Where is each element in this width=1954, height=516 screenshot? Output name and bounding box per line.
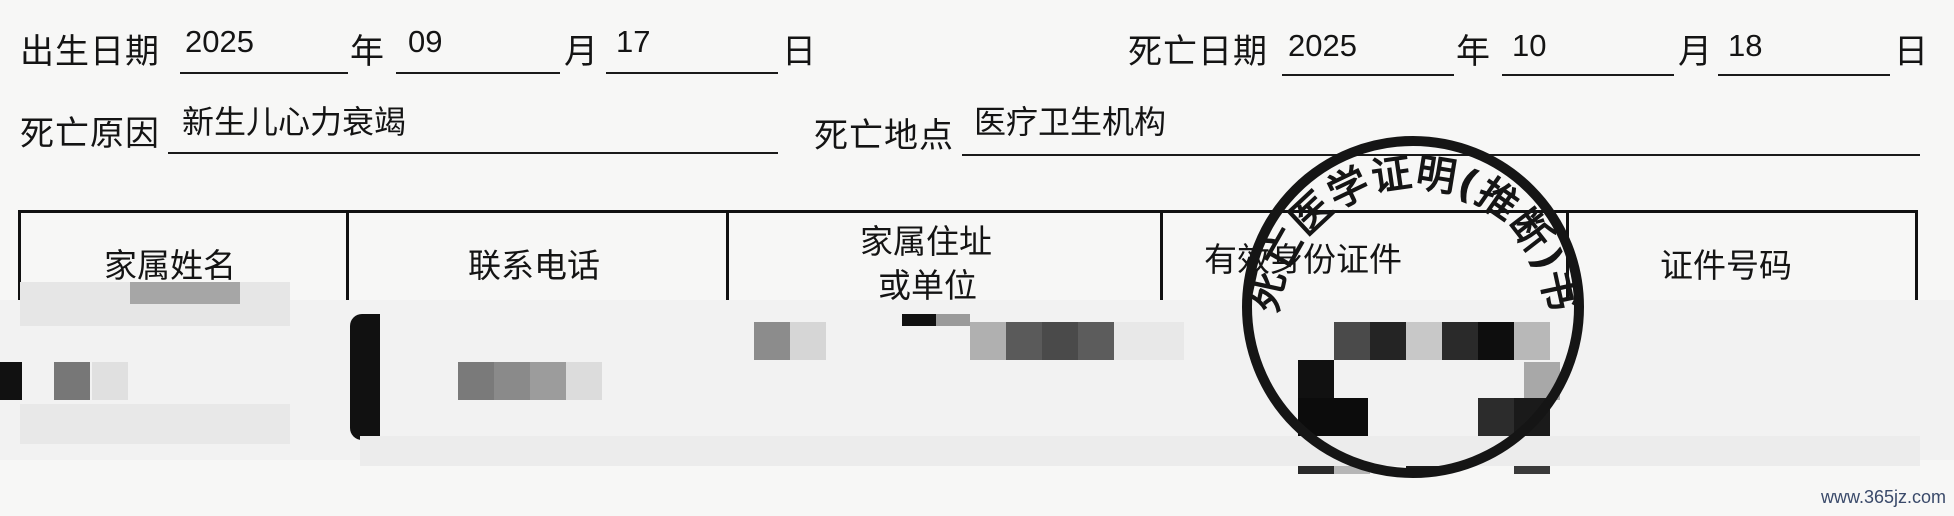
birth-month-underline: [396, 72, 560, 74]
death-day-unit: 日: [1894, 32, 1929, 72]
death-month-value: 10: [1512, 28, 1547, 63]
birth-month-value: 09: [408, 24, 443, 59]
site-watermark: www.365jz.com: [1820, 487, 1946, 507]
death-cause-value: 新生儿心力衰竭: [182, 103, 407, 141]
svg-text:浙江省死亡医学证明(推断)书专用章: 浙江省死亡医学证明(推断)书专用章: [1228, 122, 1584, 316]
birth-month-unit: 月: [564, 32, 599, 72]
birth-year-value: 2025: [185, 24, 254, 59]
official-seal: 浙江省死亡医学证明(推断)书专用章: [1228, 122, 1584, 478]
birth-year-unit: 年: [350, 32, 385, 72]
death-month-underline: [1502, 74, 1674, 76]
header-id-number: 证件号码: [1660, 246, 1792, 285]
death-cause-label: 死亡原因: [20, 114, 160, 154]
death-month-unit: 月: [1678, 32, 1713, 72]
header-address-line1: 家属住址: [860, 222, 992, 261]
header-family-name: 家属姓名: [104, 246, 236, 285]
death-year-underline: [1282, 74, 1454, 76]
birth-day-underline: [606, 72, 778, 74]
table-col-divider-3: [1160, 210, 1163, 310]
table-top-border: [18, 210, 1918, 213]
death-day-underline: [1718, 74, 1890, 76]
header-phone: 联系电话: [468, 246, 600, 285]
death-year-unit: 年: [1456, 32, 1491, 72]
death-day-value: 18: [1728, 28, 1763, 63]
table-left-border: [18, 210, 21, 300]
birth-day-value: 17: [616, 24, 651, 59]
death-year-value: 2025: [1288, 28, 1357, 63]
header-address-line2: 或单位: [878, 266, 977, 305]
birth-day-unit: 日: [782, 32, 817, 72]
death-place-label: 死亡地点: [814, 116, 954, 156]
death-place-underline: [962, 154, 1920, 156]
birth-date-label: 出生日期: [20, 32, 160, 72]
redaction-mosaic: [0, 282, 1954, 516]
death-place-value: 医疗卫生机构: [974, 103, 1167, 141]
death-cause-underline: [168, 152, 778, 154]
birth-year-underline: [180, 72, 348, 74]
table-col-divider-2: [726, 210, 729, 310]
header-id-type: 有效身份证件: [1204, 240, 1402, 279]
death-date-label: 死亡日期: [1128, 32, 1268, 72]
